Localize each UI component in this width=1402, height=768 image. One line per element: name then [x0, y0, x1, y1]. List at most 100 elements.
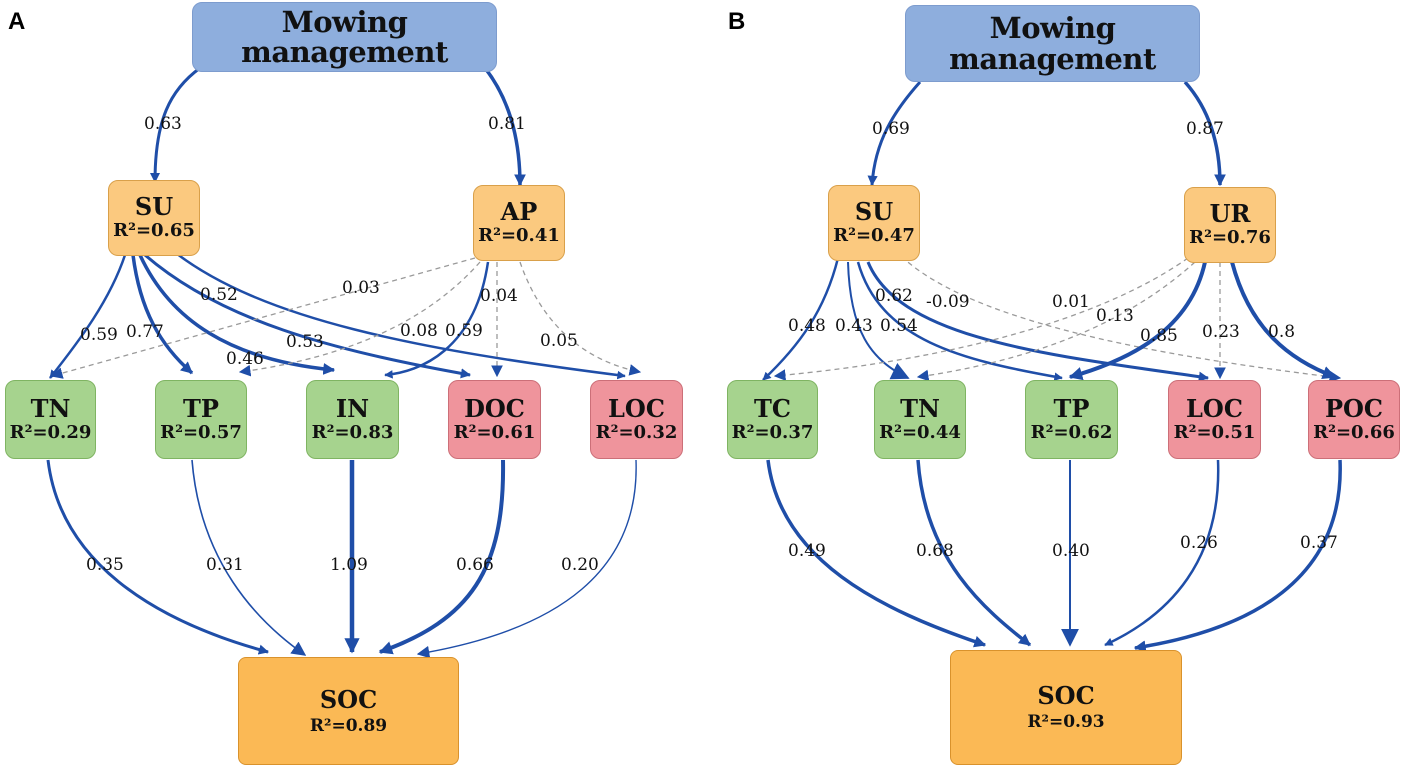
node-label: TN [900, 393, 940, 423]
arrow-a-ap-tp [238, 261, 481, 377]
arrow-a-ap-in [384, 261, 490, 379]
node-label: TN [30, 393, 71, 423]
node-r2: R²=0.51 [1173, 421, 1256, 443]
panel-a-su-node: SU R²=0.65 [108, 180, 200, 256]
coef-b-mow-ur: 0.87 [1186, 119, 1224, 139]
coef-b-ur-loc: 0.23 [1202, 322, 1240, 342]
coef-b-su-tc: 0.48 [788, 316, 826, 336]
node-label: TP [1053, 393, 1090, 423]
panel-a-in-node: IN R²=0.83 [306, 380, 399, 459]
arrow-b-su-poc [894, 249, 1342, 383]
coef-a-ap-in: 0.59 [445, 321, 483, 341]
coef-b-su-tp: 0.54 [880, 316, 918, 336]
arrow-b-ur-tn [916, 261, 1196, 382]
node-r2: R²=0.66 [1313, 421, 1395, 443]
panel-a-paths: 0.63 0.81 0.59 0.77 0.46 0.53 0.52 0.03 … [46, 66, 642, 659]
panel-a-tn-node: TN R²=0.29 [5, 380, 96, 459]
panel-a-tp-node: TP R²=0.57 [155, 380, 247, 459]
node-r2: R²=0.89 [309, 715, 388, 736]
arrow-b-poc-soc [1133, 459, 1342, 653]
arrow-b-tc-soc [766, 459, 987, 648]
node-label: SOC [319, 684, 378, 714]
arrow-a-loc-soc [416, 459, 637, 659]
node-r2: R²=0.83 [311, 421, 394, 443]
coef-a-su-doc: 0.53 [286, 332, 324, 352]
coef-a-tn-soc: 0.35 [86, 555, 124, 575]
arrow-b-ur-tp [1068, 261, 1207, 381]
coef-a-tp-soc: 0.31 [206, 555, 244, 575]
coef-b-tp-soc: 0.40 [1052, 541, 1090, 561]
panel-b-label: B [728, 8, 746, 35]
arrow-b-mow-ur [1183, 80, 1226, 187]
node-label: SU [854, 197, 894, 226]
panel-b-tc-node: TC R²=0.37 [727, 380, 818, 459]
panel-b-loc-node: LOC R²=0.51 [1168, 380, 1261, 459]
arrow-b-su-tc [762, 257, 840, 381]
coef-b-ur-tc: 0.01 [1052, 292, 1090, 312]
panel-a-ap-node: AP R²=0.41 [473, 185, 565, 261]
coef-a-ap-tp: 0.08 [400, 321, 438, 341]
arrow-b-su-loc [866, 261, 1210, 382]
arrow-a-su-doc [144, 253, 472, 379]
coef-a-su-tn: 0.59 [80, 325, 118, 345]
node-label: IN [335, 393, 370, 423]
coef-a-loc-soc: 0.20 [561, 555, 599, 575]
arrow-b-loc-soc [1104, 459, 1220, 647]
coef-a-ap-doc: 0.04 [480, 286, 518, 306]
coef-b-tc-soc: 0.49 [788, 541, 826, 561]
coef-a-doc-soc: 0.66 [456, 555, 494, 575]
coef-b-su-poc: -0.09 [926, 292, 970, 312]
node-r2: R²=0.47 [833, 225, 915, 247]
panel-b-poc-node: POC R²=0.66 [1308, 380, 1400, 459]
node-label: SU [134, 192, 174, 221]
panel-a-soc-node: SOC R²=0.89 [238, 657, 459, 765]
panel-b-tn-node: TN R²=0.44 [874, 380, 966, 459]
coef-a-su-in: 0.46 [226, 349, 264, 369]
node-label: Mowing management [949, 11, 1156, 76]
coef-a-su-tp: 0.77 [126, 322, 164, 342]
node-label: TP [183, 393, 219, 423]
arrow-a-ap-loc [519, 261, 642, 376]
coef-b-tn-soc: 0.68 [916, 541, 954, 561]
node-r2: R²=0.93 [1027, 712, 1105, 733]
panel-b-ur-node: UR R²=0.76 [1184, 187, 1276, 263]
arrow-a-su-loc [171, 249, 626, 380]
panel-b-su-node: SU R²=0.47 [828, 185, 920, 261]
arrow-b-ur-tc [773, 257, 1189, 381]
coef-a-mow-su: 0.63 [144, 114, 182, 134]
node-label: UR [1209, 199, 1251, 228]
panel-a-label: A [8, 8, 26, 35]
coef-b-poc-soc: 0.37 [1300, 533, 1338, 553]
coef-a-ap-tn: 0.03 [342, 278, 380, 298]
node-r2: R²=0.76 [1189, 227, 1271, 249]
coef-a-ap-loc: 0.05 [540, 331, 578, 351]
node-label: TC [754, 393, 791, 423]
coef-b-loc-soc: 0.26 [1180, 533, 1218, 553]
arrow-a-su-in [138, 254, 336, 375]
node-label: SOC [1037, 681, 1095, 710]
arrow-b-su-tn [847, 261, 910, 380]
node-r2: R²=0.29 [9, 421, 92, 443]
coef-b-su-tn: 0.43 [835, 316, 873, 336]
node-r2: R²=0.44 [879, 421, 961, 443]
node-r2: R²=0.32 [595, 421, 678, 443]
node-label: Mowing management [241, 4, 448, 69]
panel-a-loc-node: LOC R²=0.32 [590, 380, 683, 459]
node-label: AP [500, 197, 538, 226]
panel-b-mowing-management-node: Mowing management [905, 5, 1200, 82]
panel-a-mowing-management-node: Mowing management [192, 2, 497, 72]
coef-a-mow-ap: 0.81 [488, 114, 526, 134]
panel-b-soc-node: SOC R²=0.93 [950, 650, 1182, 765]
arrow-a-mow-su [149, 66, 201, 184]
node-r2: R²=0.41 [478, 225, 560, 247]
node-label: POC [1324, 393, 1384, 423]
arrow-a-doc-soc [378, 459, 506, 655]
coef-a-in-soc: 1.09 [330, 555, 368, 575]
arrow-b-tn-soc [916, 459, 1032, 647]
coef-b-ur-tn: 0.13 [1096, 306, 1134, 326]
arrow-a-su-tn [49, 254, 127, 379]
coef-b-su-loc: 0.62 [875, 286, 913, 306]
node-r2: R²=0.57 [160, 421, 242, 443]
arrow-a-su-tp [131, 254, 194, 375]
